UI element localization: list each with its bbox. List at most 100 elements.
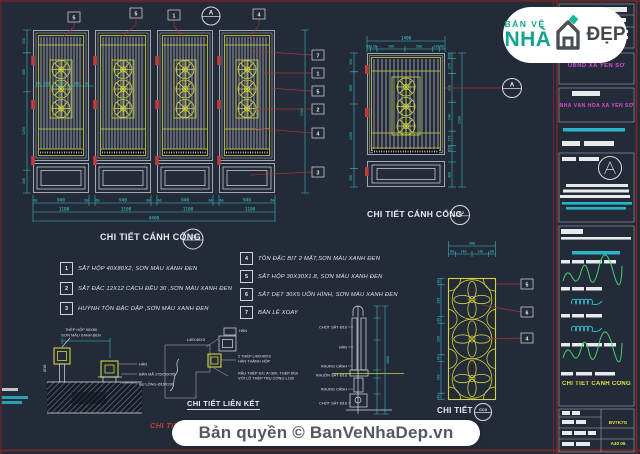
note-number: 5 bbox=[240, 270, 253, 283]
svg-text:1200: 1200 bbox=[349, 132, 353, 140]
svg-text:60: 60 bbox=[96, 199, 100, 203]
note-item: 1 SẮT HỘP 40X80X2, SƠN MÀU XANH ĐEN bbox=[60, 262, 197, 275]
banvenhadep-logo[interactable]: BẢN VẼ NHÀ ĐẸP bbox=[503, 7, 627, 63]
svg-text:60: 60 bbox=[85, 82, 89, 86]
note-number: 4 bbox=[240, 252, 253, 265]
svg-text:275: 275 bbox=[448, 136, 452, 142]
svg-text:350: 350 bbox=[22, 178, 26, 184]
svg-text:60: 60 bbox=[437, 279, 441, 283]
svg-text:BU LÔNG Ø16X200: BU LÔNG Ø16X200 bbox=[139, 382, 175, 387]
section-marker-a-top: A bbox=[201, 6, 221, 26]
hinge-section-detail: CHỐT SẮT Ø16 HÀN KHUNG CÁNH KHUÔN SẮT Ø1… bbox=[316, 305, 404, 415]
svg-text:4400: 4400 bbox=[149, 216, 160, 222]
gate-elevation: 60 940 60 60 940 60 60 940 60 60 940 60 … bbox=[22, 6, 325, 250]
signature-1 bbox=[562, 254, 623, 286]
svg-text:1100: 1100 bbox=[245, 207, 256, 213]
svg-text:CHỐT SẮT Ø16: CHỐT SẮT Ø16 bbox=[319, 401, 347, 406]
note-item: 7 BẢN LỀ XOAY bbox=[240, 306, 298, 319]
svg-text:280: 280 bbox=[437, 298, 441, 304]
elevation-title: CHI TIẾT CÁNH CỔNG bbox=[100, 232, 201, 242]
signature-4 bbox=[562, 331, 623, 363]
signature-3 bbox=[571, 325, 603, 333]
svg-text:105: 105 bbox=[448, 53, 452, 59]
svg-text:940: 940 bbox=[243, 198, 251, 204]
svg-text:60: 60 bbox=[490, 250, 494, 254]
svg-text:RÂU THÉP K/C A=300, THÉP Ø10: RÂU THÉP K/C A=300, THÉP Ø10 bbox=[238, 371, 299, 376]
copyright-text: Bản quyền © BanVeNhaDep.vn bbox=[198, 423, 454, 442]
svg-text:KHUNG CÁNH: KHUNG CÁNH bbox=[321, 364, 347, 369]
svg-text:HÀN: HÀN bbox=[239, 328, 247, 333]
note-number: 7 bbox=[240, 306, 253, 319]
svg-text:1000: 1000 bbox=[386, 356, 390, 364]
svg-text:CHỐT SẮT Ø16: CHỐT SẮT Ø16 bbox=[319, 325, 347, 330]
svg-text:2500: 2500 bbox=[300, 108, 304, 116]
note-number: 6 bbox=[240, 288, 253, 301]
svg-text:540: 540 bbox=[448, 114, 452, 120]
svg-text:2500: 2500 bbox=[458, 116, 462, 124]
svg-text:350: 350 bbox=[349, 59, 353, 65]
svg-text:5: 5 bbox=[317, 90, 320, 96]
dim: 60 bbox=[34, 199, 38, 203]
svg-text:60: 60 bbox=[440, 45, 444, 49]
svg-text:940: 940 bbox=[119, 198, 127, 204]
svg-text:5: 5 bbox=[135, 12, 138, 18]
svg-text:1100: 1100 bbox=[183, 207, 194, 213]
rail-foundation-detail: THÉP HỘP 50X50 SƠN MÀU XANH ĐEN HÀN BẢN … bbox=[2, 327, 175, 414]
svg-text:SƠN MÀU XANH ĐEN: SƠN MÀU XANH ĐEN bbox=[61, 333, 101, 338]
svg-text:60: 60 bbox=[85, 199, 89, 203]
note-text: SẮT ĐẶC 12X12 CÁCH ĐỀU 30 ,SƠN MÀU XANH … bbox=[78, 285, 233, 292]
joint-detail: L40X40X3 HÀN 2 THÉP L40X40X3 HÀN THÀNH H… bbox=[164, 327, 299, 399]
note-item: 4 TÔN ĐẶC BỊT 2 MẶT,SƠN MÀU XANH ĐEN bbox=[240, 252, 380, 265]
svg-text:2: 2 bbox=[317, 108, 320, 114]
signature-2 bbox=[571, 298, 603, 306]
note-text: HUỲNH TÔN ĐẶC DẬP ,SƠN MÀU XANH ĐEN bbox=[78, 305, 209, 312]
svg-text:A: A bbox=[209, 11, 214, 17]
note-item: 2 SẮT ĐẶC 12X12 CÁCH ĐỀU 30 ,SƠN MÀU XAN… bbox=[60, 282, 232, 295]
note-text: SẮT DẸT 30X5 UỐN HÌNH, SƠN MÀU XANH ĐEN bbox=[258, 291, 398, 298]
svg-text:600: 600 bbox=[22, 69, 26, 75]
svg-text:4: 4 bbox=[258, 13, 261, 19]
svg-text:60: 60 bbox=[437, 318, 441, 322]
svg-text:6: 6 bbox=[526, 311, 529, 317]
sheet-code-2: A40 06 bbox=[610, 441, 626, 446]
logo-line-top: BẢN VẼ bbox=[504, 19, 546, 30]
note-text: SẮT HỘP 30X30X1.8, SƠN MÀU XANH ĐEN bbox=[258, 273, 383, 280]
svg-text:2 THÉP L40X40X3: 2 THÉP L40X40X3 bbox=[238, 354, 271, 359]
svg-text:1100: 1100 bbox=[59, 207, 70, 213]
svg-text:KHUÔN SẮT Ø16: KHUÔN SẮT Ø16 bbox=[316, 373, 347, 378]
svg-text:1: 1 bbox=[317, 72, 320, 78]
detail-bubble-cc1: CC1 bbox=[182, 228, 204, 250]
note-number: 1 bbox=[60, 262, 73, 275]
svg-text:60: 60 bbox=[437, 356, 441, 360]
svg-text:HÀN THÀNH HỘP: HÀN THÀNH HỘP bbox=[238, 359, 271, 364]
note-item: 5 SẮT HỘP 30X30X1.8, SƠN MÀU XANH ĐEN bbox=[240, 270, 383, 283]
svg-text:400: 400 bbox=[448, 172, 452, 178]
sheet-code-1: BV7K7G bbox=[608, 420, 628, 425]
copyright-banner[interactable]: Bản quyền © BanVeNhaDep.vn bbox=[172, 420, 480, 446]
gate-leaf-detail: 1400 60 120 500 500 120 60 350 600 1200 … bbox=[349, 36, 522, 225]
svg-text:HÀN: HÀN bbox=[139, 362, 147, 367]
note-number: 2 bbox=[60, 282, 73, 295]
callout-tags-right: 7 1 5 2 4 3 bbox=[249, 49, 325, 178]
svg-text:4: 4 bbox=[317, 132, 320, 138]
svg-text:400: 400 bbox=[469, 242, 475, 246]
svg-text:350: 350 bbox=[349, 175, 353, 181]
svg-text:CC2: CC2 bbox=[456, 210, 465, 215]
svg-text:275: 275 bbox=[448, 63, 452, 69]
leaf-title: CHI TIẾT CÁNH CỔNG bbox=[367, 209, 463, 219]
svg-text:600: 600 bbox=[349, 85, 353, 91]
flower-callout-tags: 5 6 4 bbox=[481, 278, 534, 344]
svg-text:1400: 1400 bbox=[401, 36, 412, 42]
svg-text:4: 4 bbox=[526, 337, 529, 343]
callout-tags-top: 5 5 1 4 bbox=[61, 7, 266, 41]
flower-panel-detail: 400 60 140 140 60 60 280 60 280 60 280 6… bbox=[437, 241, 534, 421]
joint-title: CHI TIẾT LIÊN KẾT bbox=[187, 399, 260, 410]
svg-text:60: 60 bbox=[220, 199, 224, 203]
svg-text:7: 7 bbox=[317, 54, 320, 60]
note-text: BẢN LỀ XOAY bbox=[258, 309, 299, 316]
svg-text:940: 940 bbox=[181, 198, 189, 204]
svg-text:180: 180 bbox=[44, 82, 50, 86]
svg-text:280: 280 bbox=[437, 336, 441, 342]
